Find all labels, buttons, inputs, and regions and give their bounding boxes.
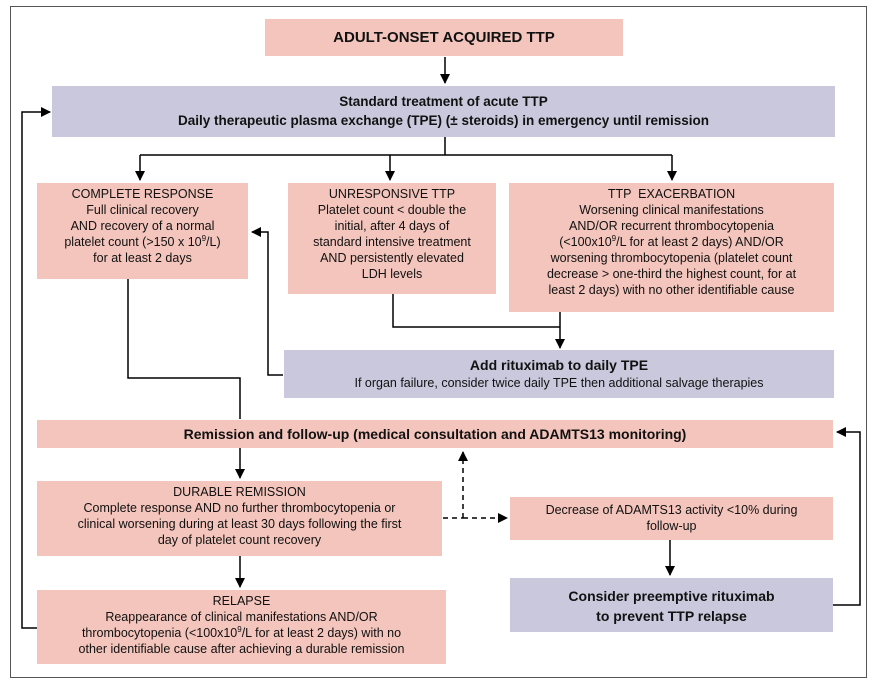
standard-treatment-box: Standard treatment of acute TTP Daily th… xyxy=(52,86,835,137)
exacerbation-line6: least 2 days) with no other identifiable… xyxy=(548,283,795,297)
arrow-relapse-to-standard xyxy=(21,107,51,629)
complete-line1: Full clinical recovery xyxy=(86,203,199,217)
unresponsive-line5: LDH levels xyxy=(361,267,423,281)
exacerbation-line3: (<100x109/L for at least 2 days) AND/OR xyxy=(559,233,784,249)
diagram-frame xyxy=(10,6,867,678)
decrease-line1: Decrease of ADAMTS13 activity <10% durin… xyxy=(545,503,798,517)
durable-remission-box: DURABLE REMISSION Complete response AND … xyxy=(37,481,442,556)
exacerbation-line2: AND/OR recurrent thrombocytopenia xyxy=(569,219,774,233)
relapse-title: RELAPSE xyxy=(212,594,271,608)
decrease-line2: follow-up xyxy=(646,519,697,533)
line-unresponsive-merge xyxy=(392,294,560,328)
exacerbation-line4: worsening thrombocytopenia (platelet cou… xyxy=(550,251,793,265)
arrow-preemptive-to-remission xyxy=(833,427,861,606)
standard-line2: Daily therapeutic plasma exchange (TPE) … xyxy=(177,113,710,128)
unresponsive-line1: Platelet count < double the xyxy=(317,203,467,217)
complete-line4: for at least 2 days xyxy=(93,251,192,265)
line-complete-to-remission xyxy=(127,279,241,419)
preemptive-rituximab-box: Consider preemptive rituximab to prevent… xyxy=(510,578,833,632)
title-box: ADULT-ONSET ACQUIRED TTP xyxy=(265,19,623,56)
exacerbation-line1: Worsening clinical manifestations xyxy=(579,203,764,217)
relapse-box: RELAPSE Reappearance of clinical manifes… xyxy=(37,590,446,664)
remission-line1: Remission and follow-up (medical consult… xyxy=(183,426,687,442)
arrow-rituximab-to-complete xyxy=(251,227,283,376)
preemptive-line2: to prevent TTP relapse xyxy=(596,608,747,624)
unresponsive-title: UNRESPONSIVE TTP xyxy=(328,187,456,201)
unresponsive-line3: standard intensive treatment xyxy=(313,235,471,249)
ttp-exacerbation-box: TTP EXACERBATION Worsening clinical mani… xyxy=(509,183,834,312)
durable-line3: day of platelet count recovery xyxy=(157,533,322,547)
durable-line1: Complete response AND no further thrombo… xyxy=(83,501,396,515)
exacerbation-title: TTP EXACERBATION xyxy=(607,187,736,201)
complete-response-box: COMPLETE RESPONSE Full clinical recovery… xyxy=(37,183,248,279)
unresponsive-line4: AND persistently elevated xyxy=(320,251,464,265)
complete-title: COMPLETE RESPONSE xyxy=(71,187,214,201)
durable-title: DURABLE REMISSION xyxy=(173,485,306,499)
durable-line2: clinical worsening during at least 30 da… xyxy=(77,517,402,531)
exacerbation-line5: decrease > one-third the highest count, … xyxy=(546,267,797,281)
unresponsive-line2: initial, after 4 days of xyxy=(334,219,450,233)
relapse-line3: other identifiable cause after achieving… xyxy=(78,642,405,656)
complete-line2: AND recovery of a normal xyxy=(70,219,215,233)
preemptive-line1: Consider preemptive rituximab xyxy=(568,588,775,604)
add-rituximab-box: Add rituximab to daily TPE If organ fail… xyxy=(284,350,834,398)
title-text: ADULT-ONSET ACQUIRED TTP xyxy=(333,29,555,46)
relapse-line2: thrombocytopenia (<100x109/L for at leas… xyxy=(81,624,402,640)
adamts13-decrease-box: Decrease of ADAMTS13 activity <10% durin… xyxy=(510,497,833,540)
standard-line1: Standard treatment of acute TTP xyxy=(339,94,548,109)
rituximab-line1: Add rituximab to daily TPE xyxy=(469,357,649,373)
relapse-line1: Reappearance of clinical manifestations … xyxy=(105,610,378,624)
unresponsive-ttp-box: UNRESPONSIVE TTP Platelet count < double… xyxy=(288,183,496,294)
complete-line3: platelet count (>150 x 109/L) xyxy=(64,233,221,249)
rituximab-line2: If organ failure, consider twice daily T… xyxy=(354,376,764,390)
remission-followup-box: Remission and follow-up (medical consult… xyxy=(37,420,833,448)
